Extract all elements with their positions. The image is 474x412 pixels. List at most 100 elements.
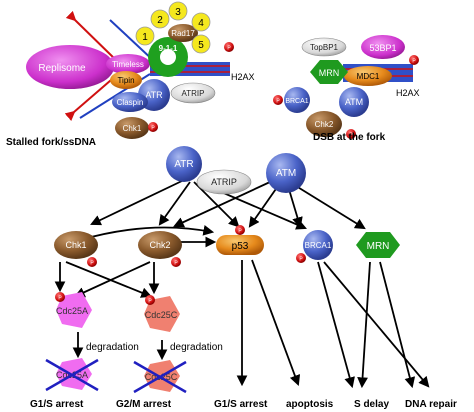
- mrn-node-label: MRN: [367, 241, 390, 252]
- phospho-cdc25c: [145, 295, 155, 305]
- outcomes-row: G1/S arrest G2/M arrest G1/S arrest apop…: [30, 399, 457, 410]
- dna-strand-red: [65, 10, 119, 63]
- svg-text:P: P: [151, 126, 155, 132]
- phospho-chk1-node: [87, 257, 97, 267]
- atrip-node: [196, 169, 252, 195]
- cdc25a-node: [56, 292, 92, 328]
- cdc25c-node-label: Cdc25C: [145, 310, 178, 320]
- tipin-label: Tipin: [117, 76, 134, 85]
- p53-node: [216, 235, 264, 255]
- bp53-1-label: 53BP1: [369, 43, 396, 53]
- phospho-h2ax-top: [224, 42, 234, 52]
- topbp1-label: TopBP1: [310, 43, 339, 52]
- replisome-label: Replisome: [38, 63, 86, 74]
- timeless-label: Timeless: [112, 60, 144, 69]
- tipin: [110, 71, 142, 89]
- chk2-top: [306, 111, 342, 137]
- replisome: [26, 45, 114, 89]
- phospho-chk2-node: [171, 257, 181, 267]
- bp53-1: [361, 35, 405, 59]
- chk1-top-label: Chk1: [123, 124, 142, 133]
- chk1-node-label: Chk1: [65, 240, 86, 250]
- atm-top-label: ATM: [345, 97, 363, 107]
- subunit-1: [135, 26, 155, 46]
- mrn-top: [310, 60, 348, 84]
- outcome-g1s-mid: G1/S arrest: [214, 399, 268, 410]
- dsb-panel: TopBP1 53BP1 MDC1 MRN BRCA1 P ATM Chk2 P…: [273, 35, 420, 143]
- nine-one-one-label: 9-1-1: [159, 44, 178, 53]
- h2ax-dsb-label: H2AX: [396, 88, 420, 98]
- cdc25c-node: [144, 296, 180, 332]
- mdc1: [344, 66, 392, 86]
- svg-text:5: 5: [198, 40, 204, 51]
- atm-node: [266, 153, 306, 193]
- subunit-4: [191, 12, 211, 32]
- atm-top: [339, 87, 369, 117]
- degradation-label-a: degradation: [86, 342, 139, 353]
- rad17: [168, 24, 198, 42]
- outcome-apoptosis: apoptosis: [286, 399, 334, 410]
- mrn-top-label: MRN: [319, 68, 340, 78]
- chk2-top-label: Chk2: [315, 120, 334, 129]
- outcome-sdelay: S delay: [354, 399, 389, 410]
- atr-node: [166, 146, 202, 182]
- claspin: [112, 92, 148, 112]
- phospho-brca1-top: [273, 95, 283, 105]
- mrn-node: [356, 232, 400, 258]
- timeless: [106, 54, 150, 74]
- svg-text:3: 3: [175, 7, 181, 18]
- svg-text:P: P: [299, 257, 303, 263]
- svg-text:P: P: [349, 133, 353, 139]
- atm-node-label: ATM: [276, 168, 296, 179]
- svg-text:2: 2: [157, 15, 163, 26]
- pathway-nodes: ATR ATRIP ATM Chk1 P Chk2 P p53 P BRCA1 …: [45, 146, 400, 394]
- dsb-caption: DSB at the fork: [313, 132, 386, 143]
- chk1-top: [115, 117, 149, 139]
- svg-text:P: P: [227, 46, 231, 52]
- outcome-dna-repair: DNA repair: [405, 399, 457, 410]
- rad17-label: Rad17: [171, 29, 195, 38]
- mdc1-label: MDC1: [357, 72, 380, 81]
- subunit-3: [168, 1, 188, 21]
- svg-text:P: P: [90, 261, 94, 267]
- atr-node-label: ATR: [174, 159, 193, 170]
- phospho-chk2-top: [346, 129, 356, 139]
- phospho-h2ax-dsb: [409, 55, 419, 65]
- degradation-label-c: degradation: [170, 342, 223, 353]
- svg-text:4: 4: [198, 18, 204, 29]
- brca1-node-label: BRCA1: [305, 241, 332, 250]
- phospho-p53-node: [235, 225, 245, 235]
- claspin-label: Claspin: [117, 98, 144, 107]
- phospho-brca1-node: [296, 253, 306, 263]
- svg-text:P: P: [148, 299, 152, 305]
- stalled-fork-caption: Stalled fork/ssDNA: [6, 137, 96, 148]
- phospho-chk1-top: [148, 122, 158, 132]
- svg-text:P: P: [58, 296, 62, 302]
- subunit-5: [191, 34, 211, 54]
- svg-text:1: 1: [142, 32, 148, 43]
- svg-text:P: P: [276, 99, 280, 105]
- atrip-top: [170, 82, 216, 104]
- topbp1: [301, 37, 347, 57]
- p53-node-label: p53: [232, 241, 249, 252]
- rfc-subunits: 2 3 4 5 1: [135, 1, 211, 54]
- cdc25a-node-label: Cdc25A: [56, 306, 88, 316]
- outcome-g2m: G2/M arrest: [116, 399, 172, 410]
- chk2-node: [138, 231, 182, 259]
- brca1-node: [303, 230, 333, 260]
- stalled-fork-panel: Replisome Timeless Tipin 9-1-1 Rad17 2 3…: [6, 1, 255, 148]
- chk2-node-label: Chk2: [149, 240, 170, 250]
- svg-text:P: P: [174, 261, 178, 267]
- svg-text:P: P: [238, 229, 242, 235]
- chk1-node: [54, 231, 98, 259]
- atrip-top-label: ATRIP: [182, 89, 205, 98]
- outcome-g1s-left: G1/S arrest: [30, 399, 84, 410]
- atrip-node-label: ATRIP: [211, 177, 237, 187]
- phospho-cdc25a: [55, 292, 65, 302]
- pathway-arrows: [54, 179, 430, 389]
- subunit-2: [150, 9, 170, 29]
- atr-top-label: ATR: [145, 90, 163, 100]
- h2ax-top-label: H2AX: [231, 72, 255, 82]
- dna-strand-blue: [109, 19, 156, 63]
